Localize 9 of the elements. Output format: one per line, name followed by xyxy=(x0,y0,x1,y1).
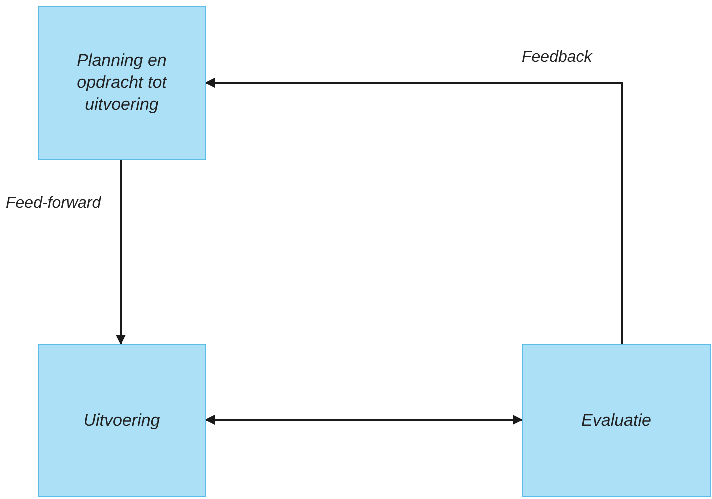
process-box xyxy=(38,344,206,497)
box-label: Evaluatie xyxy=(582,410,652,432)
process-box xyxy=(522,344,711,497)
arrow xyxy=(205,415,523,425)
arrow xyxy=(205,78,623,344)
box-label: Planning en opdracht tot uitvoering xyxy=(76,50,168,116)
box-label: Uitvoering xyxy=(84,410,160,432)
arrow xyxy=(116,160,126,345)
process-box xyxy=(38,6,206,160)
